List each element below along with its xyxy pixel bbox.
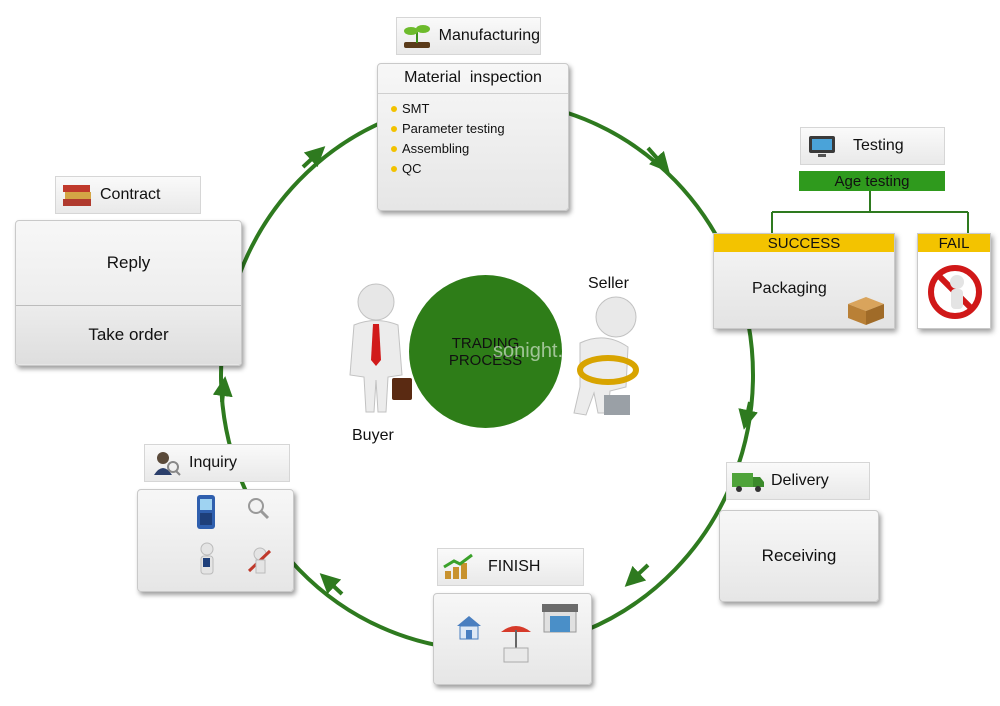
inquiry-tab: Inquiry: [144, 444, 290, 482]
sprout-icon: [401, 23, 433, 49]
stall-icon: [501, 626, 531, 663]
material-inspection-box: Material inspection SMT Parameter testin…: [377, 63, 569, 211]
list-item: Assembling: [388, 139, 568, 159]
reply-label: Reply: [16, 221, 241, 306]
contract-box: Reply Take order: [15, 220, 242, 366]
delivery-title: Delivery: [771, 472, 829, 489]
buyer-label: Buyer: [352, 427, 394, 444]
list-item: QC: [388, 159, 568, 179]
delivery-tab: Delivery: [726, 462, 870, 500]
testing-title: Testing: [853, 137, 904, 154]
truck-icon: [731, 468, 765, 494]
finish-title: FINISH: [488, 558, 541, 575]
testing-tab: Testing: [800, 127, 945, 165]
house-icon: [457, 616, 481, 640]
packaging-label: Packaging: [752, 280, 827, 297]
material-inspection-title: Material inspection: [378, 64, 568, 94]
inquiry-title: Inquiry: [189, 454, 238, 471]
arrow-bottom-left: [319, 573, 344, 596]
arrow-top-left: [301, 146, 326, 169]
contract-tab: Contract: [55, 176, 201, 214]
no-sign-icon: [928, 265, 982, 319]
success-header: SUCCESS: [714, 234, 894, 252]
contract-title: Contract: [100, 186, 161, 203]
shop-icon: [542, 604, 578, 633]
manufacturing-steps: SMT Parameter testing Assembling QC: [378, 94, 568, 179]
age-testing-bar: Age testing: [799, 171, 945, 191]
arrow-bottom-right: [624, 563, 650, 587]
arrow-left: [212, 376, 233, 403]
receiving-box: Receiving: [719, 510, 879, 602]
fail-header: FAIL: [918, 234, 990, 252]
phone-icon: [197, 495, 215, 529]
manufacturing-tab: Manufacturing: [396, 17, 541, 55]
inquiry-box: [137, 489, 294, 592]
list-item: Parameter testing: [388, 119, 568, 139]
manufacturing-title: Manufacturing: [438, 27, 540, 44]
tools-icon: [247, 547, 272, 574]
growth-chart-icon: [442, 553, 476, 580]
box-icon: [848, 297, 884, 325]
receiving-label: Receiving: [761, 546, 837, 565]
seller-figure-icon: [573, 296, 639, 416]
buyer-figure-icon: [349, 283, 412, 413]
success-box: SUCCESS Packaging: [713, 233, 895, 329]
person-magnifier-icon: [149, 450, 183, 476]
center-line2: PROCESS: [448, 351, 523, 369]
arrow-right: [738, 401, 758, 430]
finish-box: [433, 593, 592, 685]
monitor-icon: [805, 133, 839, 159]
seller-label: Seller: [588, 275, 629, 292]
fail-box: FAIL: [917, 233, 991, 329]
books-icon: [60, 182, 94, 208]
take-order-label: Take order: [16, 306, 241, 364]
magnifier-icon: [248, 498, 270, 520]
person-icon: [200, 542, 214, 575]
center-line1: TRADING: [451, 334, 520, 352]
trading-process-circle: TRADING PROCESS: [409, 275, 562, 428]
finish-tab: FINISH: [437, 548, 584, 586]
list-item: SMT: [388, 99, 568, 119]
arrow-top-right: [646, 146, 670, 173]
